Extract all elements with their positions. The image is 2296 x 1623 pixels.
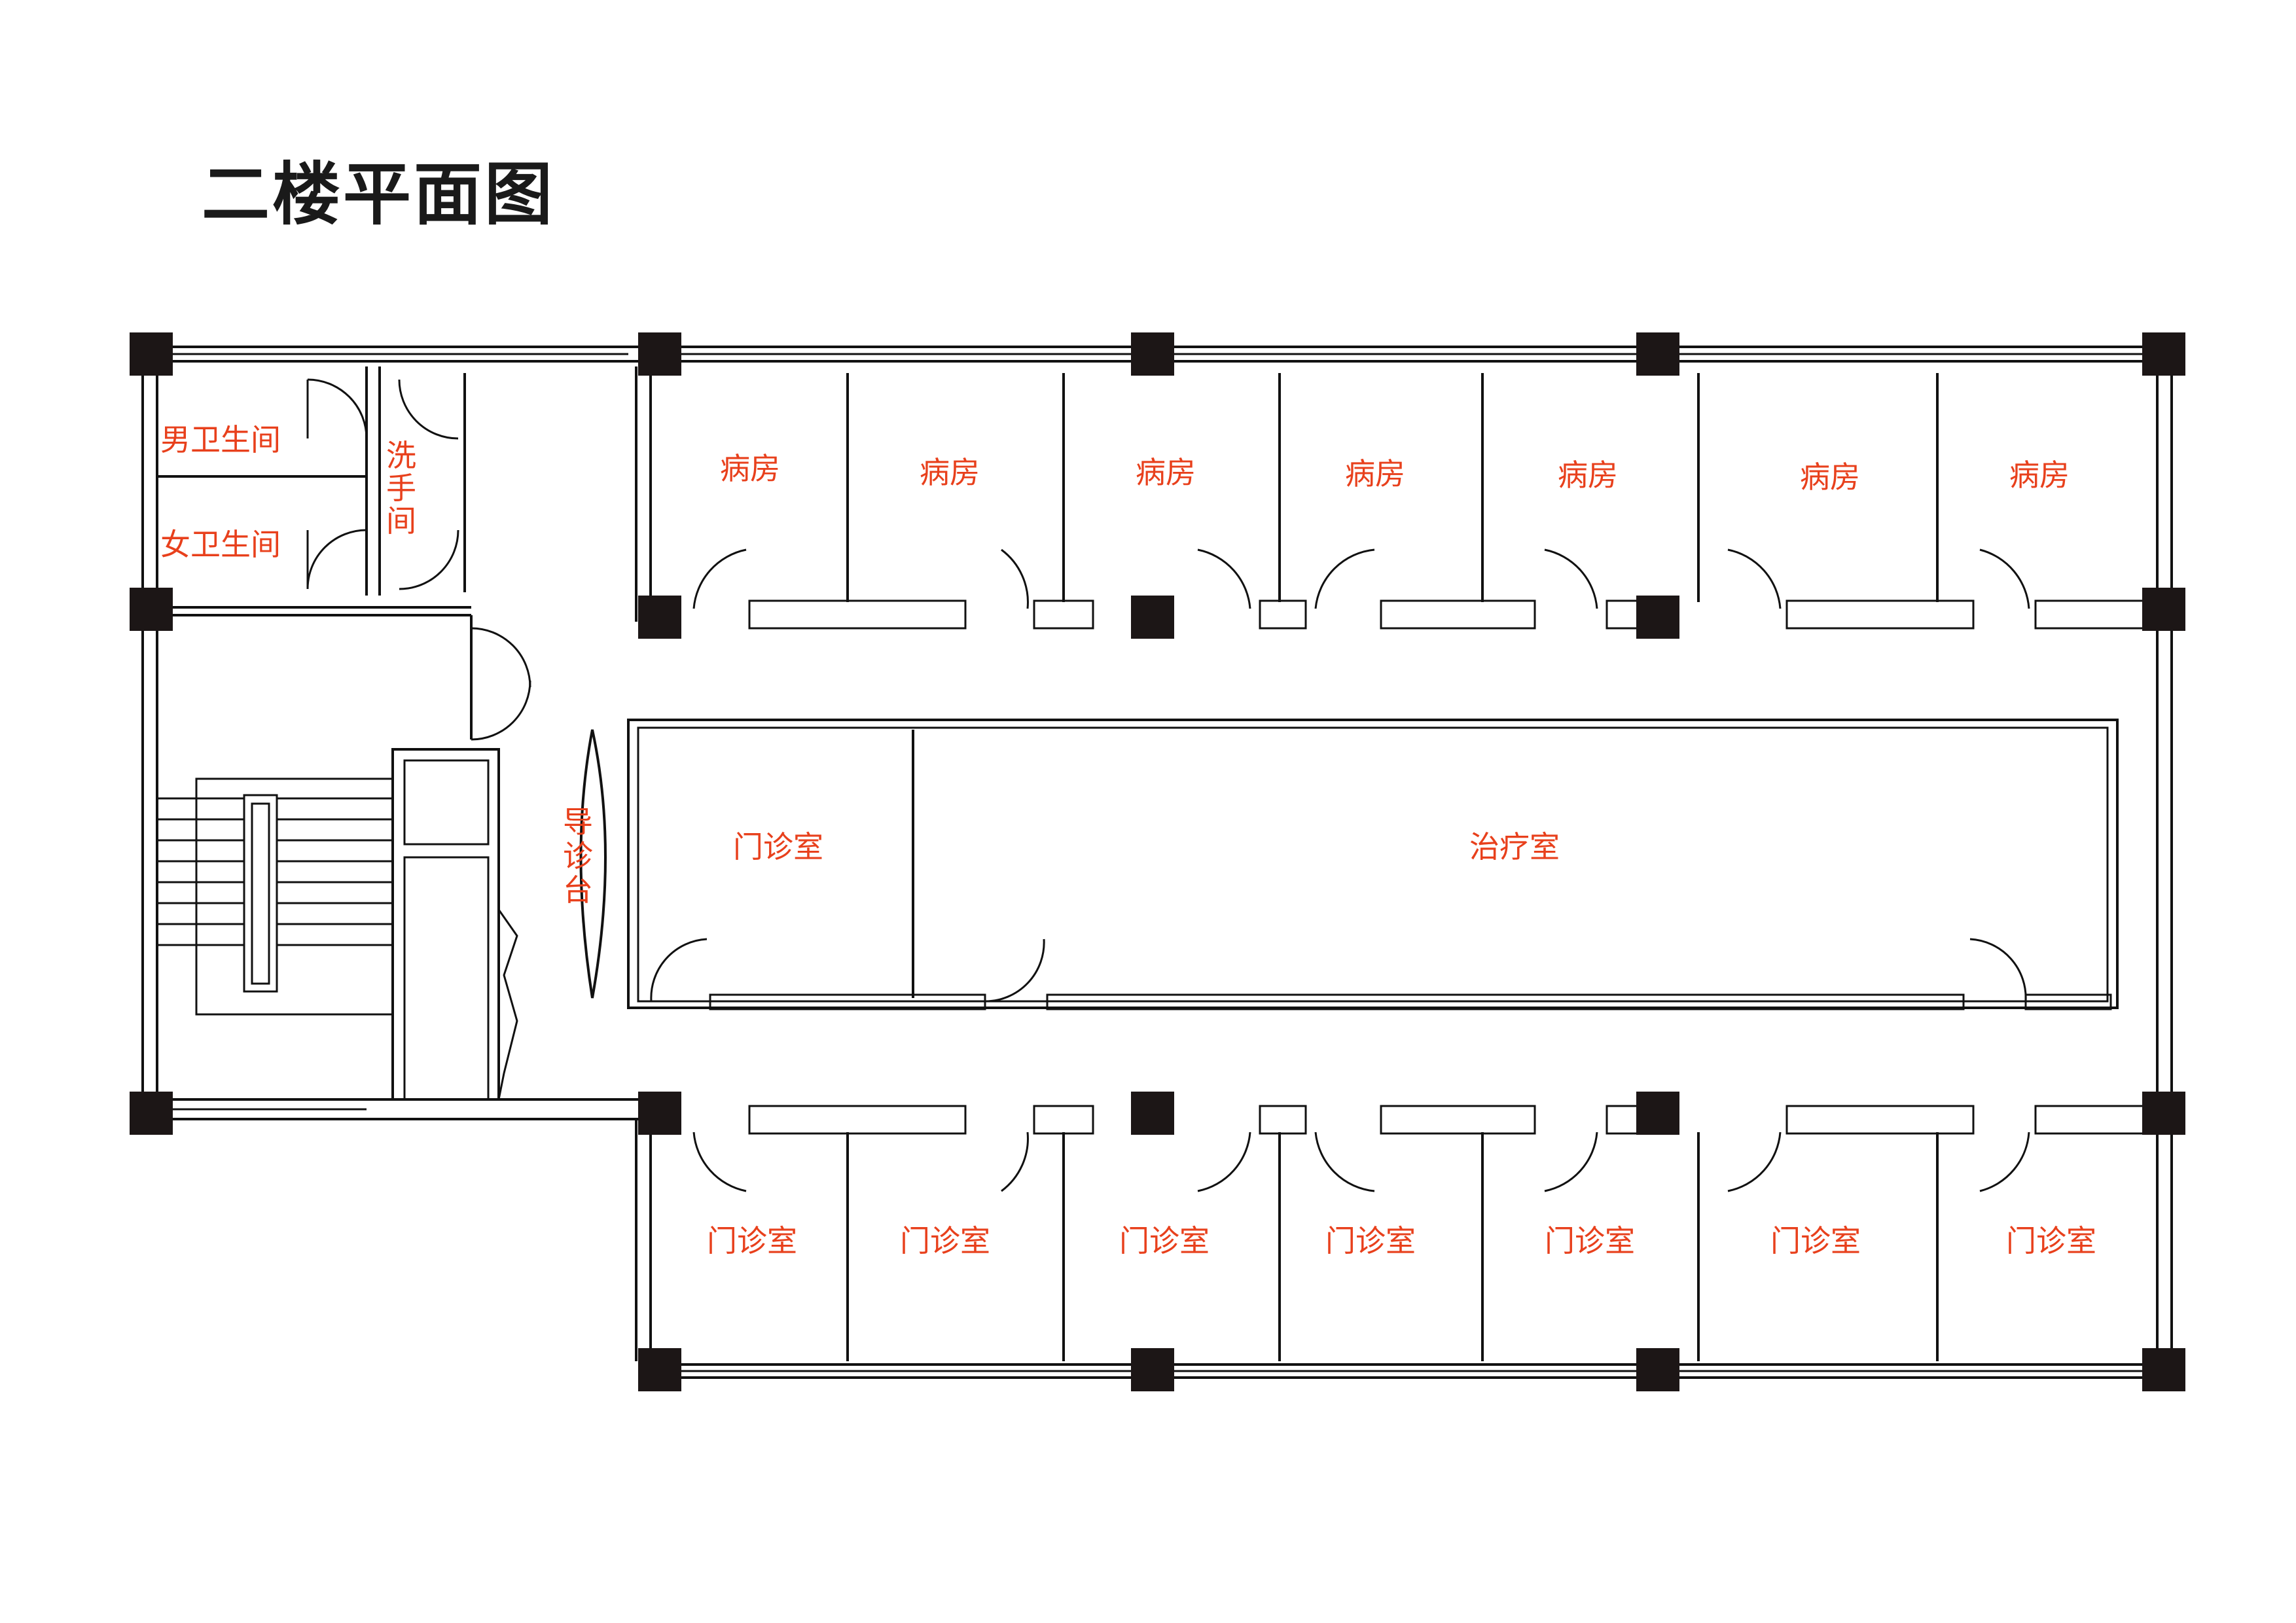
page-title: 二楼平面图: [202, 154, 556, 234]
column: [2142, 1348, 2185, 1391]
staircase: [157, 777, 394, 1016]
clinic-label: 门诊室: [1770, 1223, 1861, 1258]
room-label-mens-restroom: 男卫生间: [160, 422, 281, 457]
column: [1636, 1092, 1679, 1135]
triage-desk: [579, 729, 607, 999]
column: [638, 1348, 681, 1391]
ward-label: 病房: [1345, 456, 1405, 491]
column: [2142, 332, 2185, 376]
column: [1131, 332, 1174, 376]
left-wing-walls: [141, 346, 641, 1120]
room-label-washroom-char: 手: [386, 471, 416, 506]
triage-desk-label-char: 导: [563, 804, 593, 840]
column: [2142, 588, 2185, 631]
column: [638, 596, 681, 639]
triage-desk-label-char: 诊: [563, 838, 593, 874]
triage-desk-label-char: 台: [563, 872, 593, 908]
column: [1636, 332, 1679, 376]
room-labels: 男卫生间 女卫生间 洗 手 间 导 诊 台 病房 病房 病房 病房 病房 病房 …: [160, 422, 2096, 1258]
main-block-walls: [635, 346, 2173, 1379]
room-label-washroom-char: 间: [386, 503, 416, 539]
room-label-washroom-char: 洗: [386, 438, 416, 473]
room-label-central-clinic: 门诊室: [733, 829, 823, 865]
column: [2142, 1092, 2185, 1135]
ward-label: 病房: [1136, 455, 1196, 490]
clinic-label: 门诊室: [1545, 1223, 1635, 1258]
column: [130, 1092, 173, 1135]
ward-label: 病房: [720, 451, 780, 486]
ward-partitions: [692, 373, 2155, 630]
column: [638, 1092, 681, 1135]
column: [130, 332, 173, 376]
column: [1636, 1348, 1679, 1391]
ward-label: 病房: [1558, 457, 1618, 493]
elevator-shaft: [391, 748, 518, 1101]
washroom-doors: [306, 378, 531, 741]
column: [638, 332, 681, 376]
column: [1131, 596, 1174, 639]
clinic-label: 门诊室: [1119, 1223, 1210, 1258]
column: [1131, 1348, 1174, 1391]
room-label-treatment-room: 治疗室: [1469, 829, 1560, 865]
clinic-label: 门诊室: [900, 1223, 990, 1258]
clinic-label: 门诊室: [1325, 1223, 1416, 1258]
column: [1636, 596, 1679, 639]
central-block: [627, 719, 2119, 1010]
column: [130, 588, 173, 631]
clinic-label: 门诊室: [707, 1223, 797, 1258]
column: [1131, 1092, 1174, 1135]
ward-label: 病房: [1800, 459, 1860, 495]
columns: [130, 332, 2185, 1391]
clinic-label: 门诊室: [2006, 1223, 2096, 1258]
ward-label: 病房: [920, 455, 980, 490]
room-label-womens-restroom: 女卫生间: [160, 527, 281, 562]
clinic-partitions: [692, 1105, 2155, 1361]
ward-label: 病房: [2009, 457, 2070, 493]
